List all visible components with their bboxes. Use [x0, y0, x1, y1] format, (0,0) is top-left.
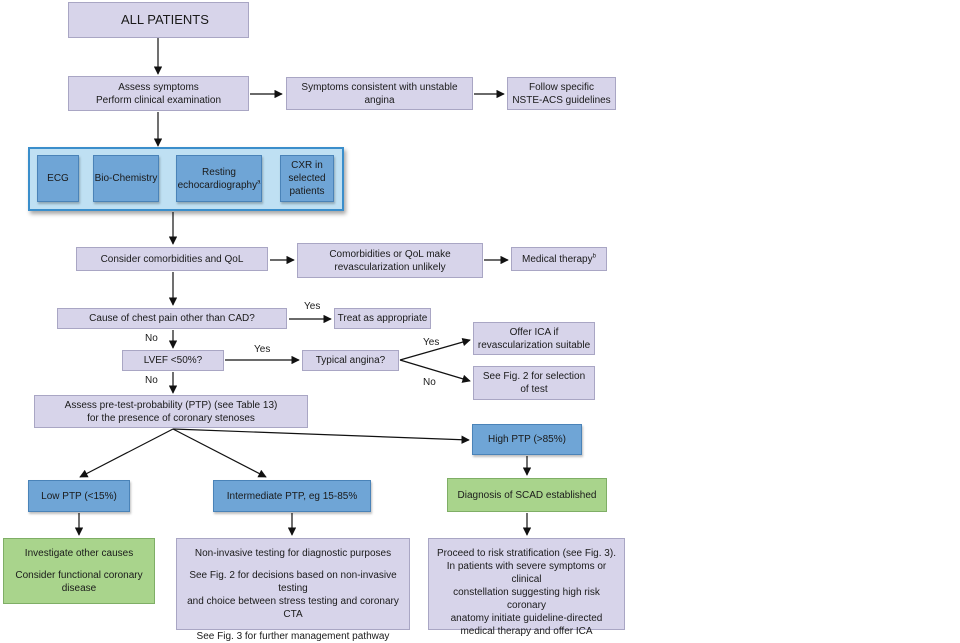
fig2-decisions-line: See Fig. 2 for decisions based on non-in…: [187, 570, 399, 620]
footnote-b: b: [592, 253, 596, 260]
medical-therapy-node: Medical therapyb: [511, 247, 607, 271]
revasc-unlikely-node: Comorbidities or QoL make revascularizat…: [297, 243, 483, 278]
offer-ica-node: Offer ICA if revascularization suitable: [473, 322, 595, 355]
noninvasive-testing-node: Non-invasive testing for diagnostic purp…: [176, 538, 410, 642]
chest-pain-cause-node: Cause of chest pain other than CAD?: [57, 308, 287, 329]
high-ptp-node: High PTP (>85%): [472, 424, 582, 455]
medical-therapy-label: Medical therapyb: [522, 253, 596, 265]
risk-stratification-line: Proceed to risk stratification (see Fig.…: [437, 548, 616, 559]
cxr-node: CXR in selected patients: [280, 155, 334, 202]
ecg-node: ECG: [37, 155, 79, 202]
resting-echo-label: Resting echocardiographya: [177, 166, 261, 191]
assess-ptp-node: Assess pre-test-probability (PTP) (see T…: [34, 395, 308, 428]
treat-node: Treat as appropriate: [334, 308, 431, 329]
arrow-typical-to-offer: [399, 338, 471, 361]
functional-disease-line: Consider functional coronary disease: [15, 570, 143, 594]
low-ptp-node: Low PTP (<15%): [28, 480, 130, 512]
yes-label: Yes: [254, 344, 271, 355]
unstable-angina-node: Symptoms consistent with unstable angina: [286, 77, 473, 110]
see-fig2-node: See Fig. 2 for selection of test: [473, 366, 595, 400]
investigate-line: Investigate other causes: [24, 548, 134, 559]
fig3-pathway-line: See Fig. 3 for further management pathwa…: [196, 631, 390, 642]
yes-label: Yes: [304, 301, 321, 312]
intermediate-ptp-node: Intermediate PTP, eg 15-85%: [213, 480, 371, 512]
lvef-node: LVEF <50%?: [122, 350, 224, 371]
assess-symptoms-node: Assess symptoms Perform clinical examina…: [68, 76, 249, 111]
investigate-node: Investigate other causes Consider functi…: [3, 538, 155, 604]
all-patients-node: ALL PATIENTS: [68, 2, 249, 38]
scad-established-node: Diagnosis of SCAD established: [447, 478, 607, 512]
comorbidities-node: Consider comorbidities and QoL: [76, 247, 268, 271]
typical-angina-node: Typical angina?: [302, 350, 399, 371]
yes-label: Yes: [423, 337, 440, 348]
risk-stratification-node: Proceed to risk stratification (see Fig.…: [428, 538, 625, 637]
arrow-ptp-to-intermediate: [172, 428, 267, 478]
nste-acs-node: Follow specific NSTE-ACS guidelines: [507, 77, 616, 110]
arrow-typical-to-fig2: [399, 359, 471, 383]
biochemistry-node: Bio-Chemistry: [93, 155, 159, 202]
high-risk-line: In patients with severe symptoms or clin…: [446, 561, 607, 637]
arrow-ptp-to-high: [172, 428, 470, 444]
no-label: No: [423, 377, 436, 388]
footnote-a: a: [257, 179, 261, 186]
no-label: No: [145, 333, 158, 344]
resting-echo-node: Resting echocardiographya: [176, 155, 262, 202]
arrow-ptp-to-low: [79, 428, 174, 478]
no-label: No: [145, 375, 158, 386]
noninvasive-line: Non-invasive testing for diagnostic purp…: [194, 548, 392, 559]
